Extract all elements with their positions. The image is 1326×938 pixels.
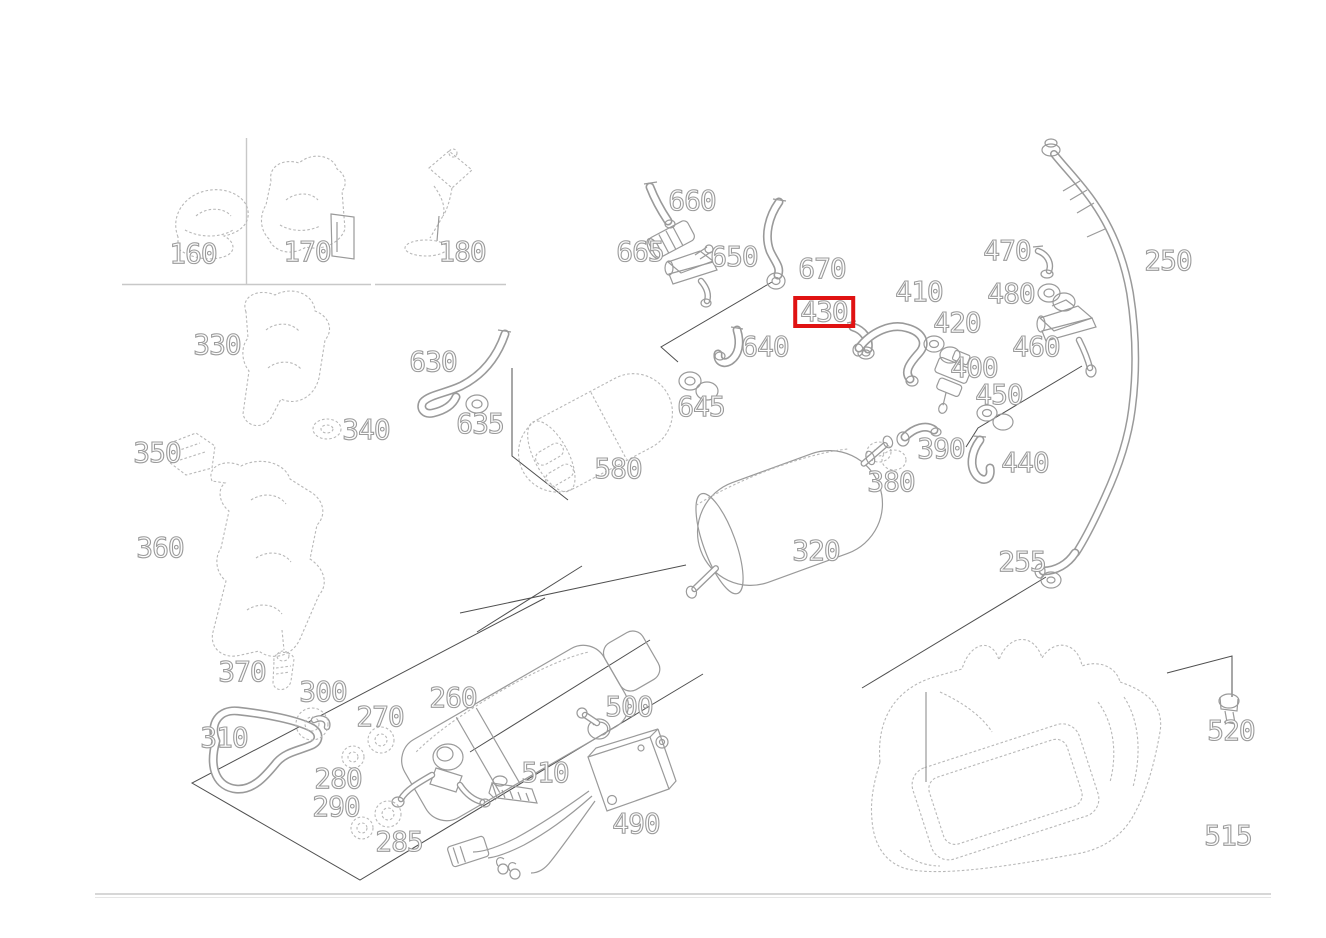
part-label-370[interactable]: 370 [218,655,268,688]
part-label-400[interactable]: 400 [950,351,1000,384]
part-label-500[interactable]: 500 [605,690,655,723]
part-label-490[interactable]: 490 [612,807,662,840]
part-label-460[interactable]: 460 [1012,330,1062,363]
part-label-330[interactable]: 330 [193,328,243,361]
part-label-430[interactable]: 430 [793,296,855,328]
part-label-270[interactable]: 270 [356,700,406,733]
part-500-drawing [576,707,611,740]
grid-lines [122,138,506,286]
reference-lines [190,281,1233,881]
part-255-drawing [1034,548,1080,589]
part-label-280[interactable]: 280 [314,762,364,795]
part-label-450[interactable]: 450 [975,378,1025,411]
part-label-645[interactable]: 645 [677,390,727,423]
part-510-drawing [488,775,538,804]
part-640-drawing [713,325,744,368]
part-label-510[interactable]: 510 [521,756,571,789]
part-label-320[interactable]: 320 [792,534,842,567]
part-label-160[interactable]: 160 [169,237,219,270]
part-label-520[interactable]: 520 [1207,714,1257,747]
part-515-drawing [870,639,1162,873]
part-label-420[interactable]: 420 [933,306,983,339]
part-360-drawing [210,460,325,657]
part-480-drawing [1037,283,1076,312]
part-label-670[interactable]: 670 [798,252,848,285]
part-665-drawing [646,220,695,260]
part-350-drawing [168,432,216,476]
part-460-drawing [1036,299,1097,378]
part-160-drawing [175,189,249,260]
part-label-470[interactable]: 470 [983,234,1033,267]
part-label-250[interactable]: 250 [1144,244,1194,277]
part-170-drawing [260,155,355,260]
part-630-drawing [417,329,512,418]
part-390-drawing [896,422,942,447]
part-340-drawing [312,418,342,440]
part-490-drawing [447,728,677,880]
part-330-drawing [242,290,331,426]
part-label-635[interactable]: 635 [456,407,506,440]
part-470-drawing [1032,245,1054,279]
part-250-drawing [1041,138,1140,557]
bottom-separator-line [95,893,1271,895]
part-label-180[interactable]: 180 [438,235,488,268]
part-280-drawing [341,745,365,769]
part-label-410[interactable]: 410 [895,275,945,308]
part-645-drawing [678,371,719,401]
part-label-360[interactable]: 360 [136,531,186,564]
part-label-480[interactable]: 480 [987,277,1037,310]
part-420-drawing [923,335,961,364]
part-label-255[interactable]: 255 [998,545,1048,578]
part-450-drawing [976,404,1014,431]
part-label-170[interactable]: 170 [283,235,333,268]
part-270-drawing [367,726,395,754]
part-310-drawing [208,706,331,794]
part-180-drawing [404,148,473,257]
part-650-drawing [664,244,718,308]
part-520-drawing [1218,693,1240,725]
part-label-665[interactable]: 665 [616,235,666,268]
part-label-300[interactable]: 300 [299,675,349,708]
part-285-drawing [374,800,402,828]
part-label-580[interactable]: 580 [594,452,644,485]
part-label-260[interactable]: 260 [429,681,479,714]
part-580-drawing [517,373,673,493]
part-label-515[interactable]: 515 [1204,819,1254,852]
part-label-440[interactable]: 440 [1001,446,1051,479]
part-label-630[interactable]: 630 [409,345,459,378]
part-320-drawing [685,435,894,599]
part-label-390[interactable]: 390 [917,432,967,465]
part-410-drawing [852,322,928,387]
part-370-drawing [272,629,295,691]
part-label-310[interactable]: 310 [200,721,250,754]
part-670-drawing [762,197,787,290]
part-635-drawing [465,394,489,414]
part-label-340[interactable]: 340 [342,413,392,446]
part-label-640[interactable]: 640 [741,330,791,363]
part-label-290[interactable]: 290 [312,790,362,823]
part-label-380[interactable]: 380 [867,465,917,498]
part-290-drawing [350,816,374,840]
part-300-drawing [295,707,329,741]
part-label-660[interactable]: 660 [668,184,718,217]
part-label-285[interactable]: 285 [375,825,425,858]
part-label-350[interactable]: 350 [133,436,183,469]
part-400-drawing [934,349,972,414]
part-label-650[interactable]: 650 [710,240,760,273]
bottom-separator-shadow [95,896,1271,899]
part-440-drawing [967,435,995,484]
